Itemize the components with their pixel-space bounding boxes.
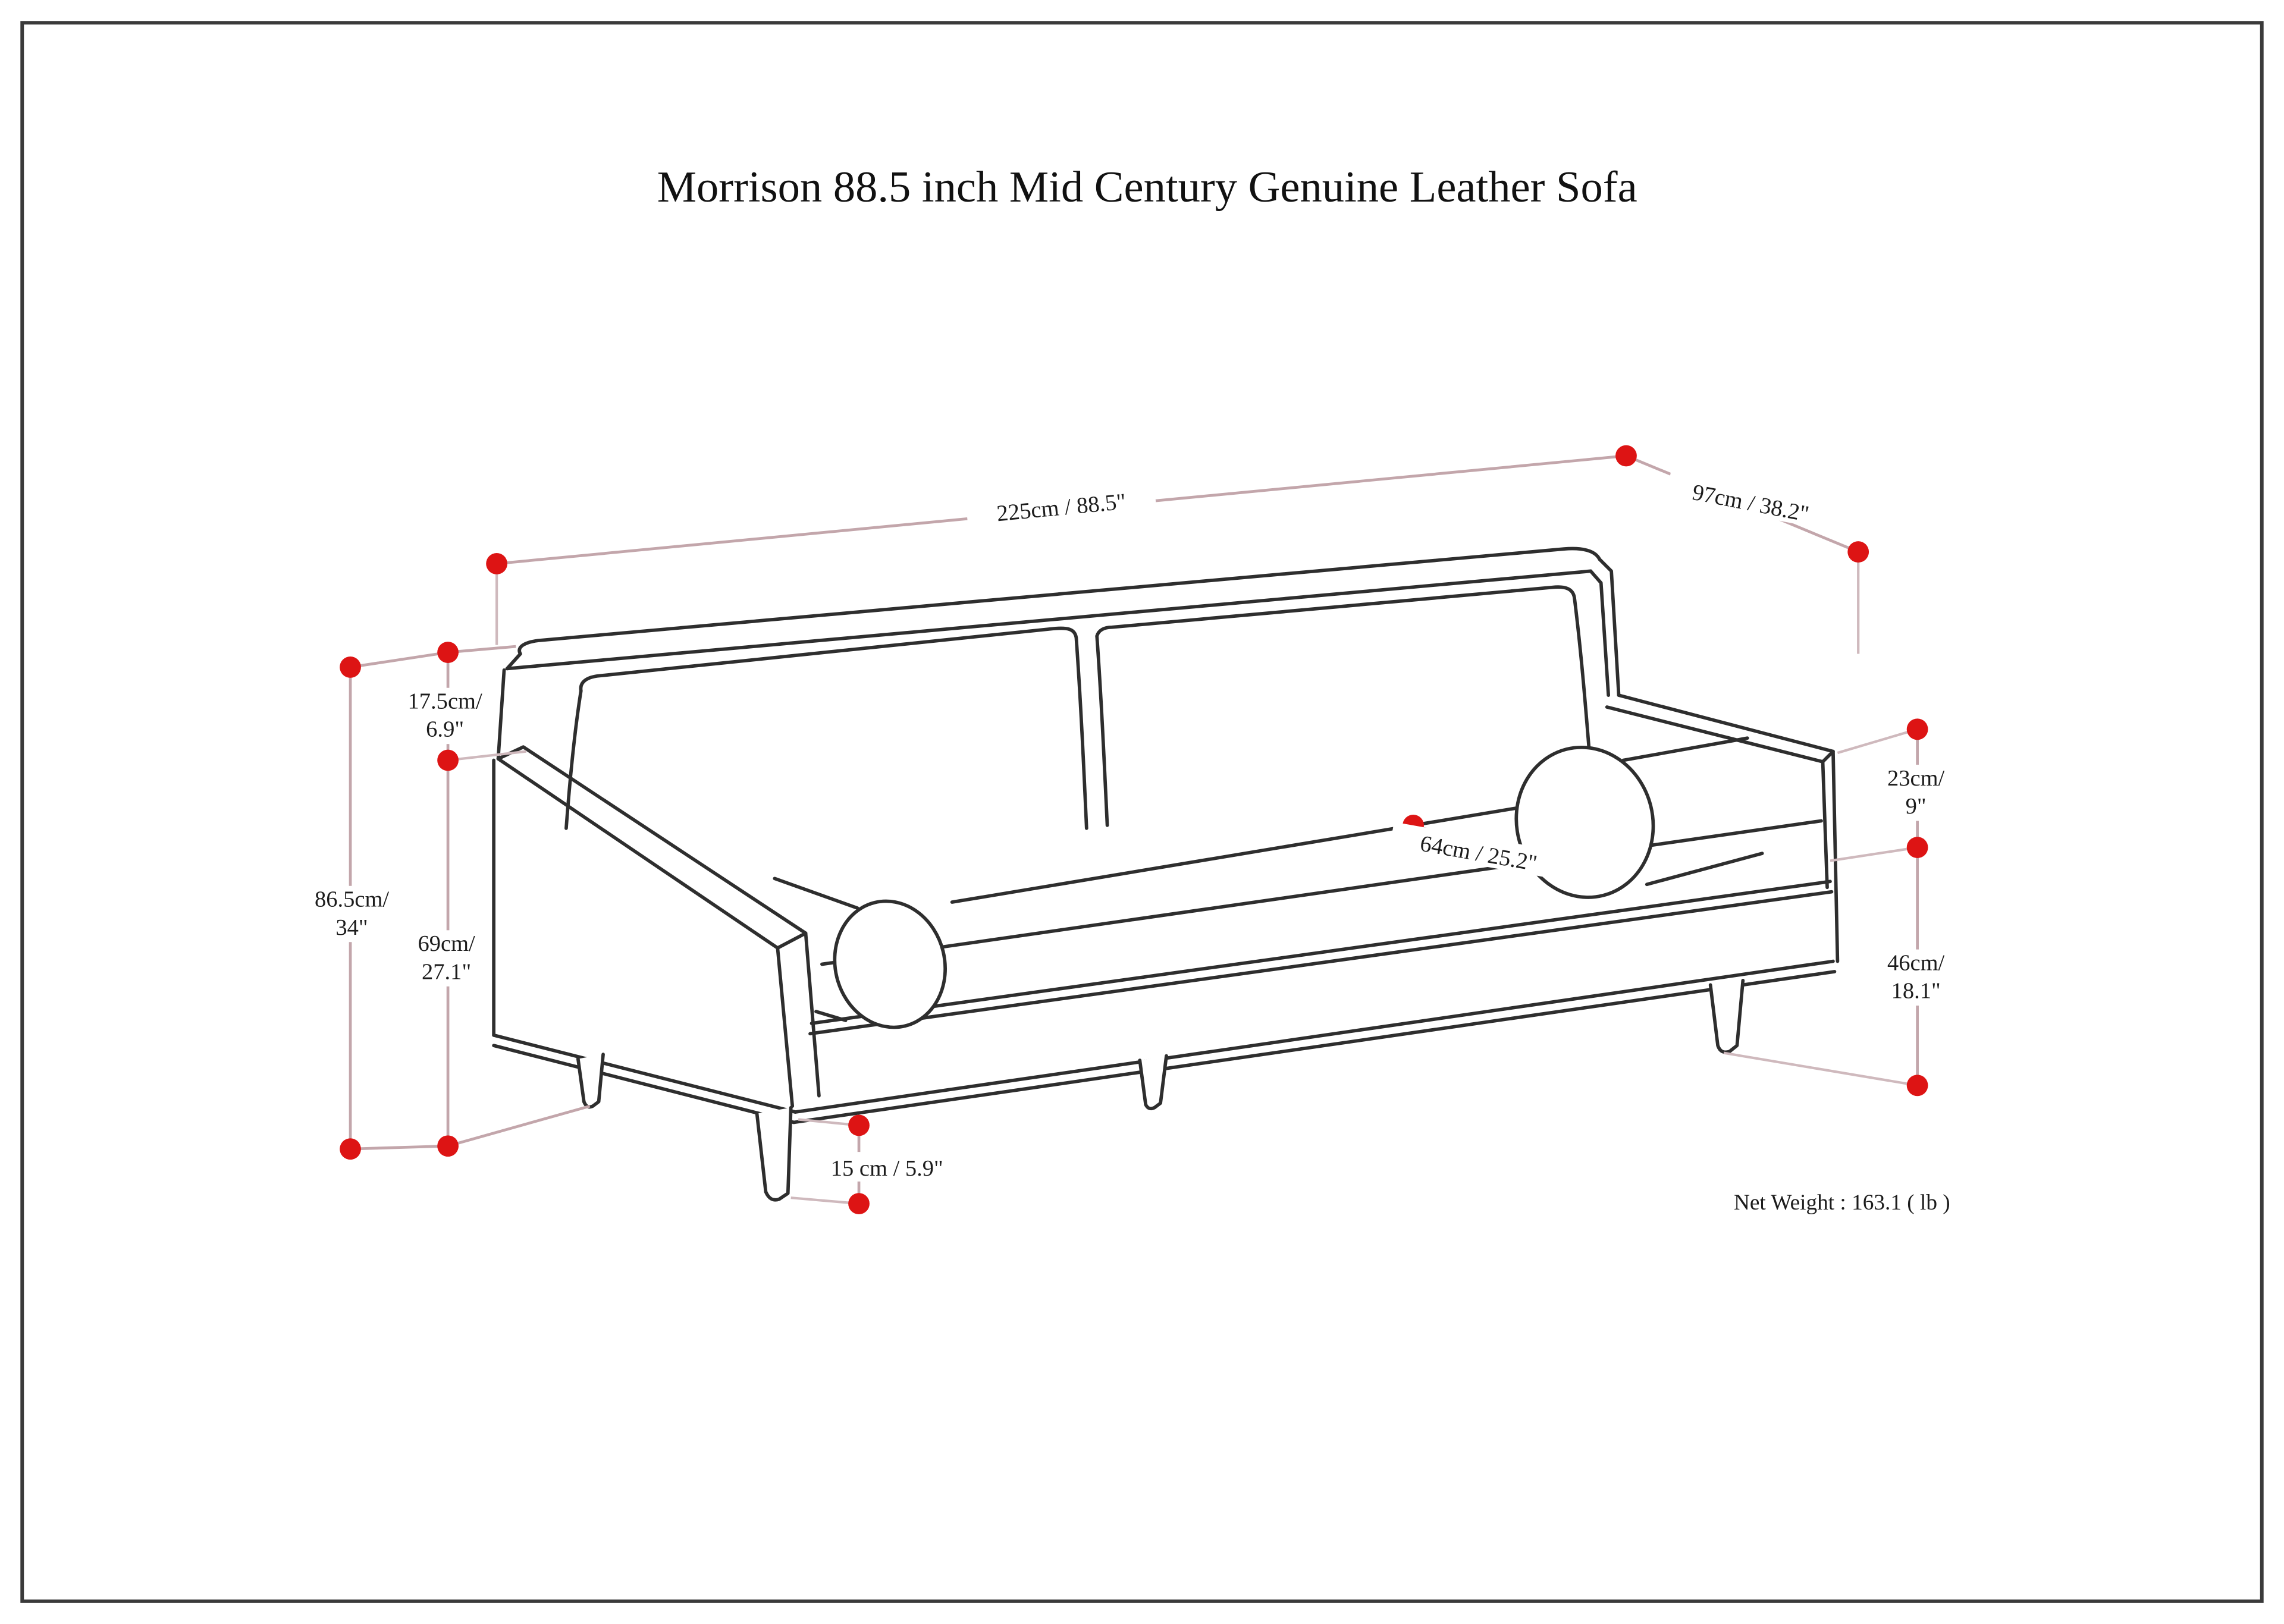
bolster-right-cap	[1514, 745, 1655, 899]
point-overall-height-bottom	[340, 1138, 361, 1160]
dim-floor-right-extension	[1723, 1051, 1918, 1087]
sofa-back-left-cap	[505, 652, 522, 671]
label-back-top-to-arm-line2: 6.9"	[426, 717, 464, 742]
sofa-back-top-inner	[505, 569, 1593, 671]
label-seat-height-line1: 46cm/	[1887, 950, 1945, 975]
label-arm-to-seat-line2: 9"	[1906, 794, 1927, 819]
measurement-points	[340, 445, 1928, 1215]
label-arm-height-line1: 69cm/	[418, 931, 475, 956]
label-leg-height-bg	[801, 1152, 973, 1182]
right-arm-front-post	[1821, 749, 1840, 963]
seat-front-top-edge	[820, 819, 1823, 966]
leg-front-left	[755, 1105, 793, 1202]
label-seat-depth-bg	[1389, 822, 1569, 881]
dim-bottom-extension	[350, 1104, 591, 1151]
sofa-line-art	[492, 546, 1840, 1202]
label-arm-height-bg	[403, 930, 490, 987]
page-border	[20, 21, 2264, 1603]
dim-armtop-right-extension	[1837, 728, 1918, 755]
label-back-top-to-arm: 17.5cm/ 6.9"	[396, 687, 494, 745]
dim-arm-top-extension	[447, 750, 527, 762]
sofa-back-left-edge	[496, 668, 506, 761]
right-arm-top	[1605, 693, 1835, 764]
page-title: Morrison 88.5 inch Mid Century Genuine L…	[657, 163, 1637, 212]
sofa-back-right-outer	[1598, 557, 1621, 698]
label-arm-to-seat: 23cm/ 9"	[1876, 764, 1956, 821]
point-floor-left	[437, 1135, 459, 1157]
point-arm-top-right	[1906, 718, 1928, 740]
bolster-left-body	[773, 877, 859, 1022]
left-arm-top	[496, 745, 808, 950]
label-depth-bg	[1665, 469, 1837, 531]
bolster-right-body	[1621, 736, 1764, 887]
net-weight-text: Net Weight : 163.1 ( lb )	[1734, 1190, 1950, 1215]
back-cushion-left	[564, 626, 1088, 830]
dim-top-extension	[350, 645, 516, 669]
label-overall-height: 86.5cm/ 34"	[302, 885, 403, 943]
label-arm-to-seat-bg	[1876, 764, 1956, 821]
sofa-back-top-outer	[517, 546, 1602, 656]
base-bottom-left	[492, 1033, 798, 1124]
label-depth: 97cm / 38.2"	[1665, 469, 1837, 531]
point-width-left	[486, 553, 508, 574]
label-back-top-to-arm-line1: 17.5cm/	[408, 689, 482, 714]
label-width: 225cm / 88.5"	[965, 480, 1157, 529]
point-seat-top-right	[1906, 837, 1928, 859]
point-leg-bottom	[848, 1193, 870, 1215]
point-depth-right	[1847, 541, 1869, 563]
label-back-top-to-arm-bg	[396, 687, 494, 745]
seat-platform-edge	[808, 879, 1834, 1036]
leg-back-left	[576, 1053, 605, 1109]
label-arm-height: 69cm/ 27.1"	[403, 930, 490, 987]
label-seat-height-bg	[1873, 949, 1959, 1006]
point-overall-height-top	[340, 656, 361, 678]
leg-front-middle	[1138, 1054, 1168, 1111]
leg-front-right	[1708, 978, 1745, 1054]
left-arm-front	[776, 931, 821, 1108]
label-arm-height-line2: 27.1"	[422, 959, 471, 984]
label-seat-height: 46cm/ 18.1"	[1873, 949, 1959, 1006]
base-bottom-front	[792, 959, 1837, 1124]
label-overall-height-bg	[302, 885, 403, 943]
point-floor-right	[1906, 1075, 1928, 1097]
point-arm-top-left	[437, 749, 459, 771]
label-overall-height-line1: 86.5cm/	[315, 887, 389, 912]
label-width-bg	[965, 480, 1157, 529]
point-top-corner	[1615, 445, 1637, 467]
sofa-back-right-inner	[1589, 569, 1611, 698]
label-overall-height-line2: 34"	[335, 915, 368, 940]
label-arm-to-seat-line1: 23cm/	[1887, 766, 1945, 791]
point-back-top	[437, 642, 459, 663]
seat-back-seam	[950, 803, 1539, 904]
label-leg-height: 15 cm / 5.9"	[801, 1152, 973, 1182]
back-cushion-divider	[1095, 634, 1109, 827]
back-cushion-right	[1095, 585, 1593, 771]
point-leg-top	[848, 1114, 870, 1136]
label-leg-height-text: 15 cm / 5.9"	[831, 1156, 943, 1181]
bolster-left-cap	[833, 899, 947, 1029]
dim-seattop-right-extension	[1830, 846, 1918, 862]
label-seat-height-line2: 18.1"	[1891, 979, 1941, 1004]
